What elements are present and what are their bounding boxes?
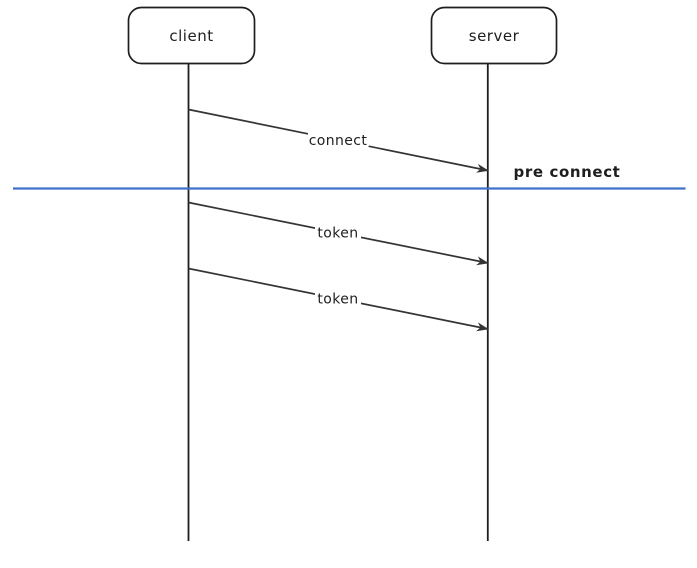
message-label-bg	[315, 290, 361, 307]
message-label-token-2: token	[317, 292, 358, 308]
message-token-2: token	[188, 267, 489, 332]
divider-label: pre connect	[514, 163, 621, 181]
message-label-bg	[315, 224, 361, 241]
actor-label-server: server	[469, 27, 520, 45]
message-token-1: token	[188, 201, 489, 266]
actor-box-client	[127, 6, 256, 65]
message-label-bg	[308, 132, 368, 148]
actor-box-server	[430, 6, 558, 65]
message-label-token-1: token	[317, 226, 358, 242]
message-label-connect: connect	[309, 133, 368, 149]
divider-pre-connect: pre connect	[13, 161, 686, 190]
message-connect: connect	[188, 108, 489, 173]
actor-label-client: client	[169, 27, 213, 45]
